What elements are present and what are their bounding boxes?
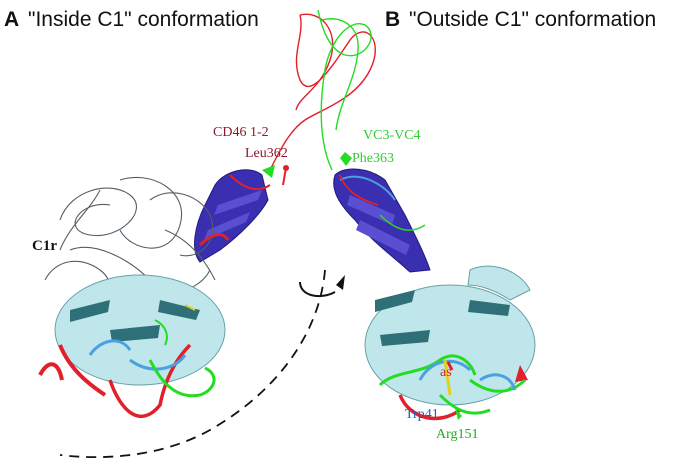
label-phe363: Phe363 [352,151,394,166]
panel-b-heading: "Outside C1" conformation [409,8,656,31]
green-coil-top [318,10,371,170]
panel-a-letter: A [4,8,19,31]
label-leu362: Leu362 [245,146,288,161]
panel-a-title: A "Inside C1" conformation [4,8,259,31]
label-trp41: Trp41 [405,407,439,422]
panel-a-heading: "Inside C1" conformation [28,8,259,31]
right-catalytic-domain [365,266,535,420]
left-catalytic-domain [40,275,225,416]
panel-b-letter: B [385,8,400,31]
label-c1r: C1r [32,238,57,254]
vc3vc4-domain [334,152,430,272]
rotation-arrow-icon [300,282,335,296]
label-vc3vc4: VC3-VC4 [363,128,421,143]
label-cd46: CD46 1-2 [213,125,269,140]
panel-b-title: B "Outside C1" conformation [385,8,656,31]
label-asp: as [440,365,452,380]
label-arg151: Arg151 [436,427,479,442]
